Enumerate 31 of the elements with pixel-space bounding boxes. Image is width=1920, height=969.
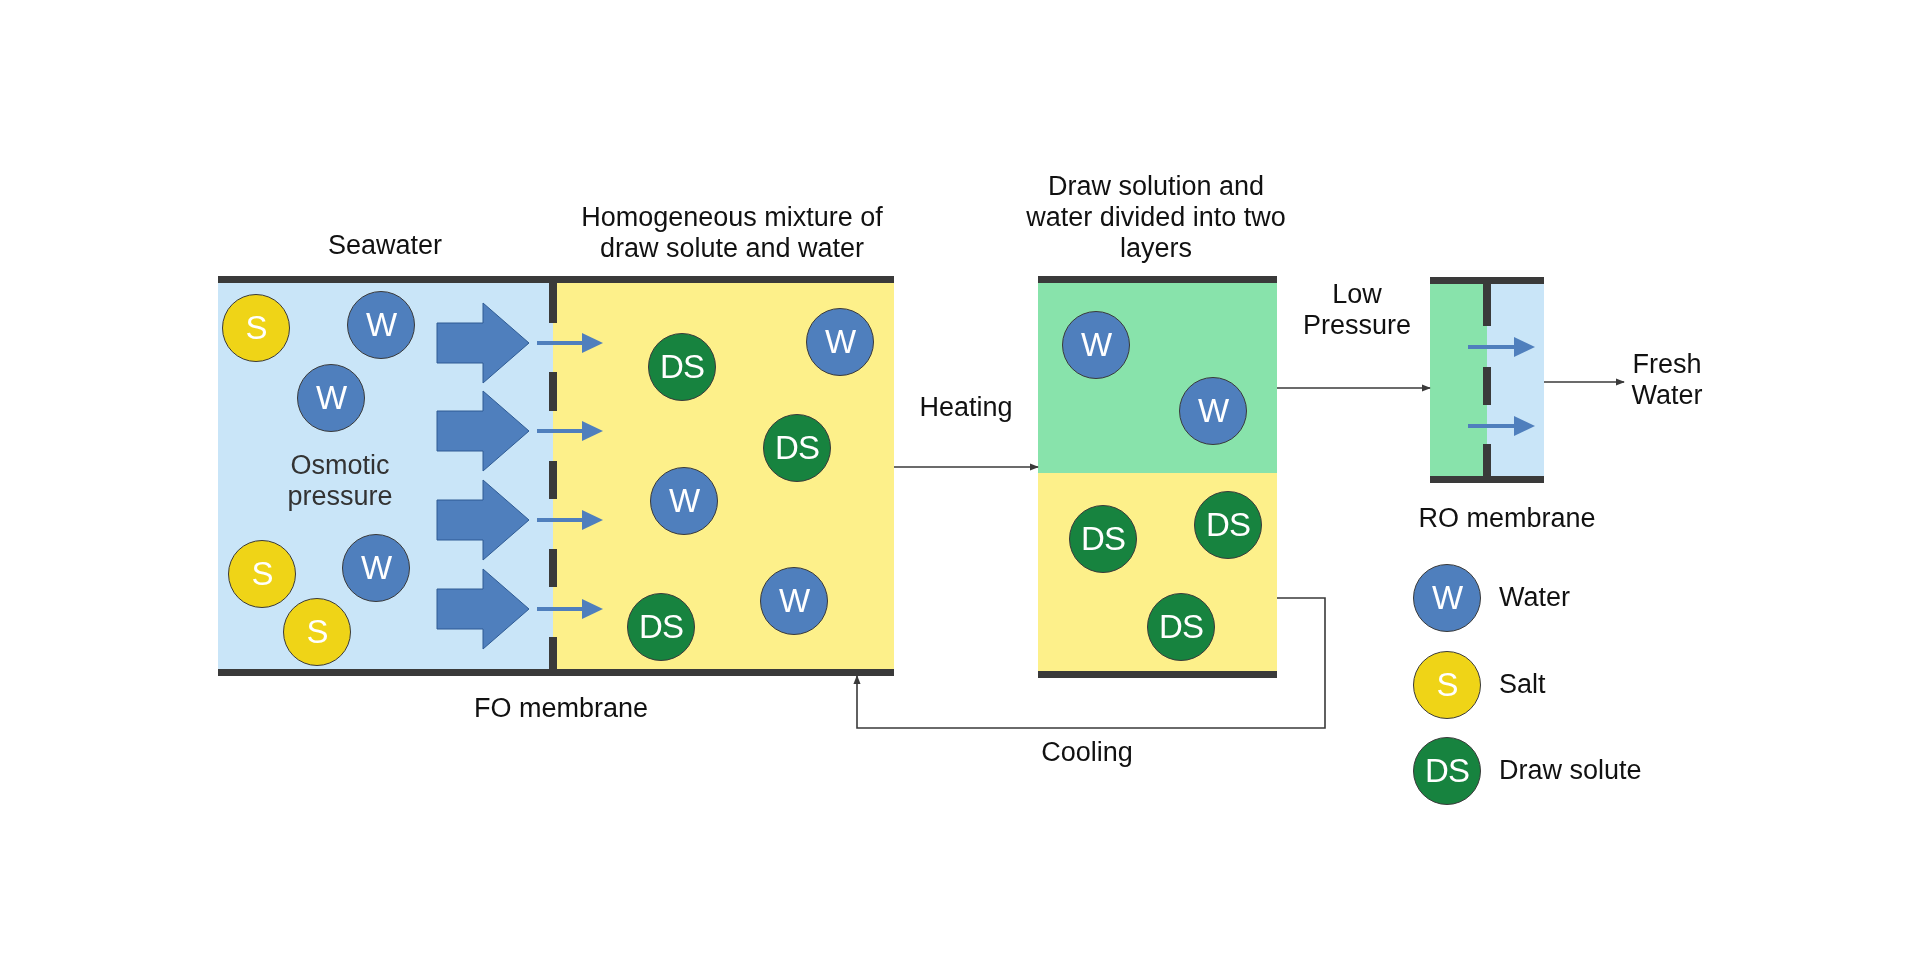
particle-circle: W xyxy=(806,308,874,376)
particle-circle: W xyxy=(347,291,415,359)
chamber-heading: Homogeneous mixture of draw solute and water xyxy=(580,201,884,265)
particle-circle: DS xyxy=(1147,593,1215,661)
particle-circle: W xyxy=(342,534,410,602)
particle-circle: W xyxy=(1062,311,1130,379)
particle-circle: S xyxy=(283,598,351,666)
particle-circle: W xyxy=(297,364,365,432)
particle-circle: DS xyxy=(1194,491,1262,559)
particle-circle: DS xyxy=(648,333,716,401)
osmotic-pressure-text: Osmotic pressure xyxy=(286,449,394,513)
chamber-heading: Seawater xyxy=(326,230,444,262)
particle-circle: W xyxy=(650,467,718,535)
tank-heading: Draw solution and water divided into two layers xyxy=(1026,171,1286,265)
ro-unit xyxy=(1430,277,1544,483)
arrow xyxy=(1276,384,1431,392)
particle-circle: DS xyxy=(763,414,831,482)
particle-circle: DS xyxy=(627,593,695,661)
fresh-water-text: Fresh Water xyxy=(1630,348,1704,412)
arrow xyxy=(853,597,1326,729)
legend-swatch: W xyxy=(1413,564,1481,632)
arrow xyxy=(893,463,1039,471)
particle-circle: S xyxy=(228,540,296,608)
particle-circle: S xyxy=(222,294,290,362)
particle-circle: DS xyxy=(1069,505,1137,573)
particle-circle: W xyxy=(760,567,828,635)
legend-swatch: DS xyxy=(1413,737,1481,805)
arrow xyxy=(1543,378,1625,386)
water-layer xyxy=(1038,283,1277,473)
legend-swatch: S xyxy=(1413,650,1481,719)
particle-circle: W xyxy=(1179,377,1247,445)
